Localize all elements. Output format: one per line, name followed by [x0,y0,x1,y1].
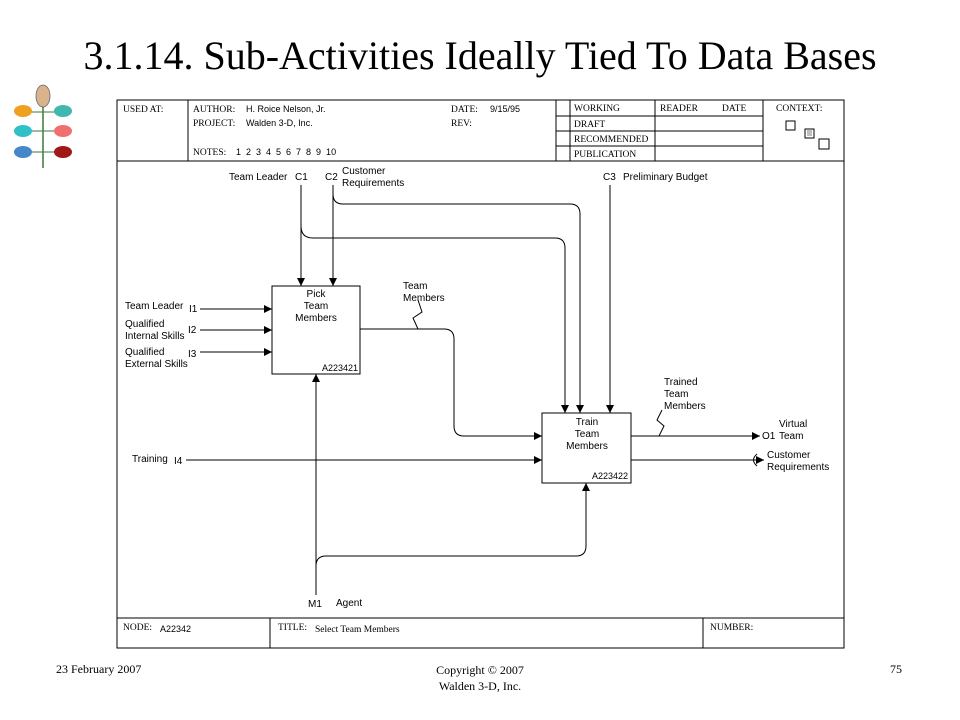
box2-line2: Team [575,429,599,440]
c2-code: C2 [325,172,338,183]
notes-label: NOTES: [193,148,226,158]
box1-node: A223421 [322,363,358,373]
input-arrows [186,305,542,464]
slide-title: 3.1.14. Sub-Activities Ideally Tied To D… [83,33,877,78]
box2-node: A223422 [592,471,628,481]
c2-name-1: Customer [342,166,386,177]
notes-numbers: 1 2 3 4 5 6 7 8 9 10 [236,147,336,157]
footer-panel: NODE: A22342 TITLE: Select Team Members … [117,617,844,648]
company-line: Walden 3-D, Inc. [438,679,522,693]
o1-name-1: Virtual [779,419,807,430]
m1-name: Agent [336,598,362,609]
m1-code: M1 [308,599,322,610]
trained-label-1: Trained [664,377,698,388]
c2-name-2: Requirements [342,178,404,189]
team-members-arrow [360,299,542,440]
copyright-line: Copyright © 2007 [436,663,524,677]
team-members-label-2: Members [403,293,445,304]
i2-name-1: Qualified [125,319,164,330]
o1-code: O1 [762,431,776,442]
node-label: NODE: [123,623,152,633]
i4-name: Training [132,454,168,465]
status-draft: DRAFT [574,120,605,130]
project-label: PROJECT: [193,119,235,129]
date-label: DATE: [451,105,478,115]
box1-line2: Team [304,301,328,312]
box2-line1: Train [576,417,598,428]
trained-label-3: Members [664,401,706,412]
box2-line3: Members [566,441,608,452]
status-publication: PUBLICATION [574,150,636,160]
c3-code: C3 [603,172,616,183]
out2-name-1: Customer [767,450,811,461]
c1-name: Team Leader [229,172,288,183]
activity-box-train: Train Team Members A223422 [541,412,632,484]
c3-name: Preliminary Budget [623,172,708,183]
i4-code: I4 [174,456,183,467]
used-at-label: USED AT: [123,105,163,115]
rev-label: REV: [451,119,472,129]
header-panel: USED AT: AUTHOR: H. Roice Nelson, Jr. PR… [117,100,844,162]
status-recommended: RECOMMENDED [574,135,649,145]
box1-line3: Members [295,313,337,324]
out2-name-2: Requirements [767,462,829,473]
control-arrows [297,185,614,413]
o1-name-2: Team [779,431,803,442]
i1-code: I1 [189,304,198,315]
c1-code: C1 [295,172,308,183]
author-value: H. Roice Nelson, Jr. [246,104,326,114]
activity-box-pick: Pick Team Members A223421 [271,285,361,375]
project-value: Walden 3-D, Inc. [246,118,313,128]
i3-name-1: Qualified [125,347,164,358]
diagram-frame [116,99,845,649]
reader-date-label: DATE [722,104,746,114]
i2-code: I2 [188,325,197,336]
context-label: CONTEXT: [776,104,823,114]
box1-line1: Pick [307,289,327,300]
i3-name-2: External Skills [125,359,188,370]
page-number: 75 [890,662,902,676]
number-label: NUMBER: [710,623,753,633]
mechanism-arrows [312,374,590,595]
footer-copyright: Copyright © 2007 Walden 3-D, Inc. [380,662,580,694]
context-icon [785,120,830,150]
output-arrows [631,409,764,467]
footer-date: 23 February 2007 [56,662,142,676]
i1-name: Team Leader [125,301,184,312]
trained-label-2: Team [664,389,688,400]
title-label: TITLE: [278,623,307,633]
logo-icon [14,84,72,168]
i3-code: I3 [188,349,197,360]
reader-label: READER [660,104,699,114]
team-members-label-1: Team [403,281,427,292]
date-value: 9/15/95 [490,104,520,114]
i2-name-2: Internal Skills [125,331,184,342]
title-value: Select Team Members [315,625,400,635]
status-working: WORKING [574,104,620,114]
author-label: AUTHOR: [193,105,235,115]
node-value: A22342 [160,624,191,634]
